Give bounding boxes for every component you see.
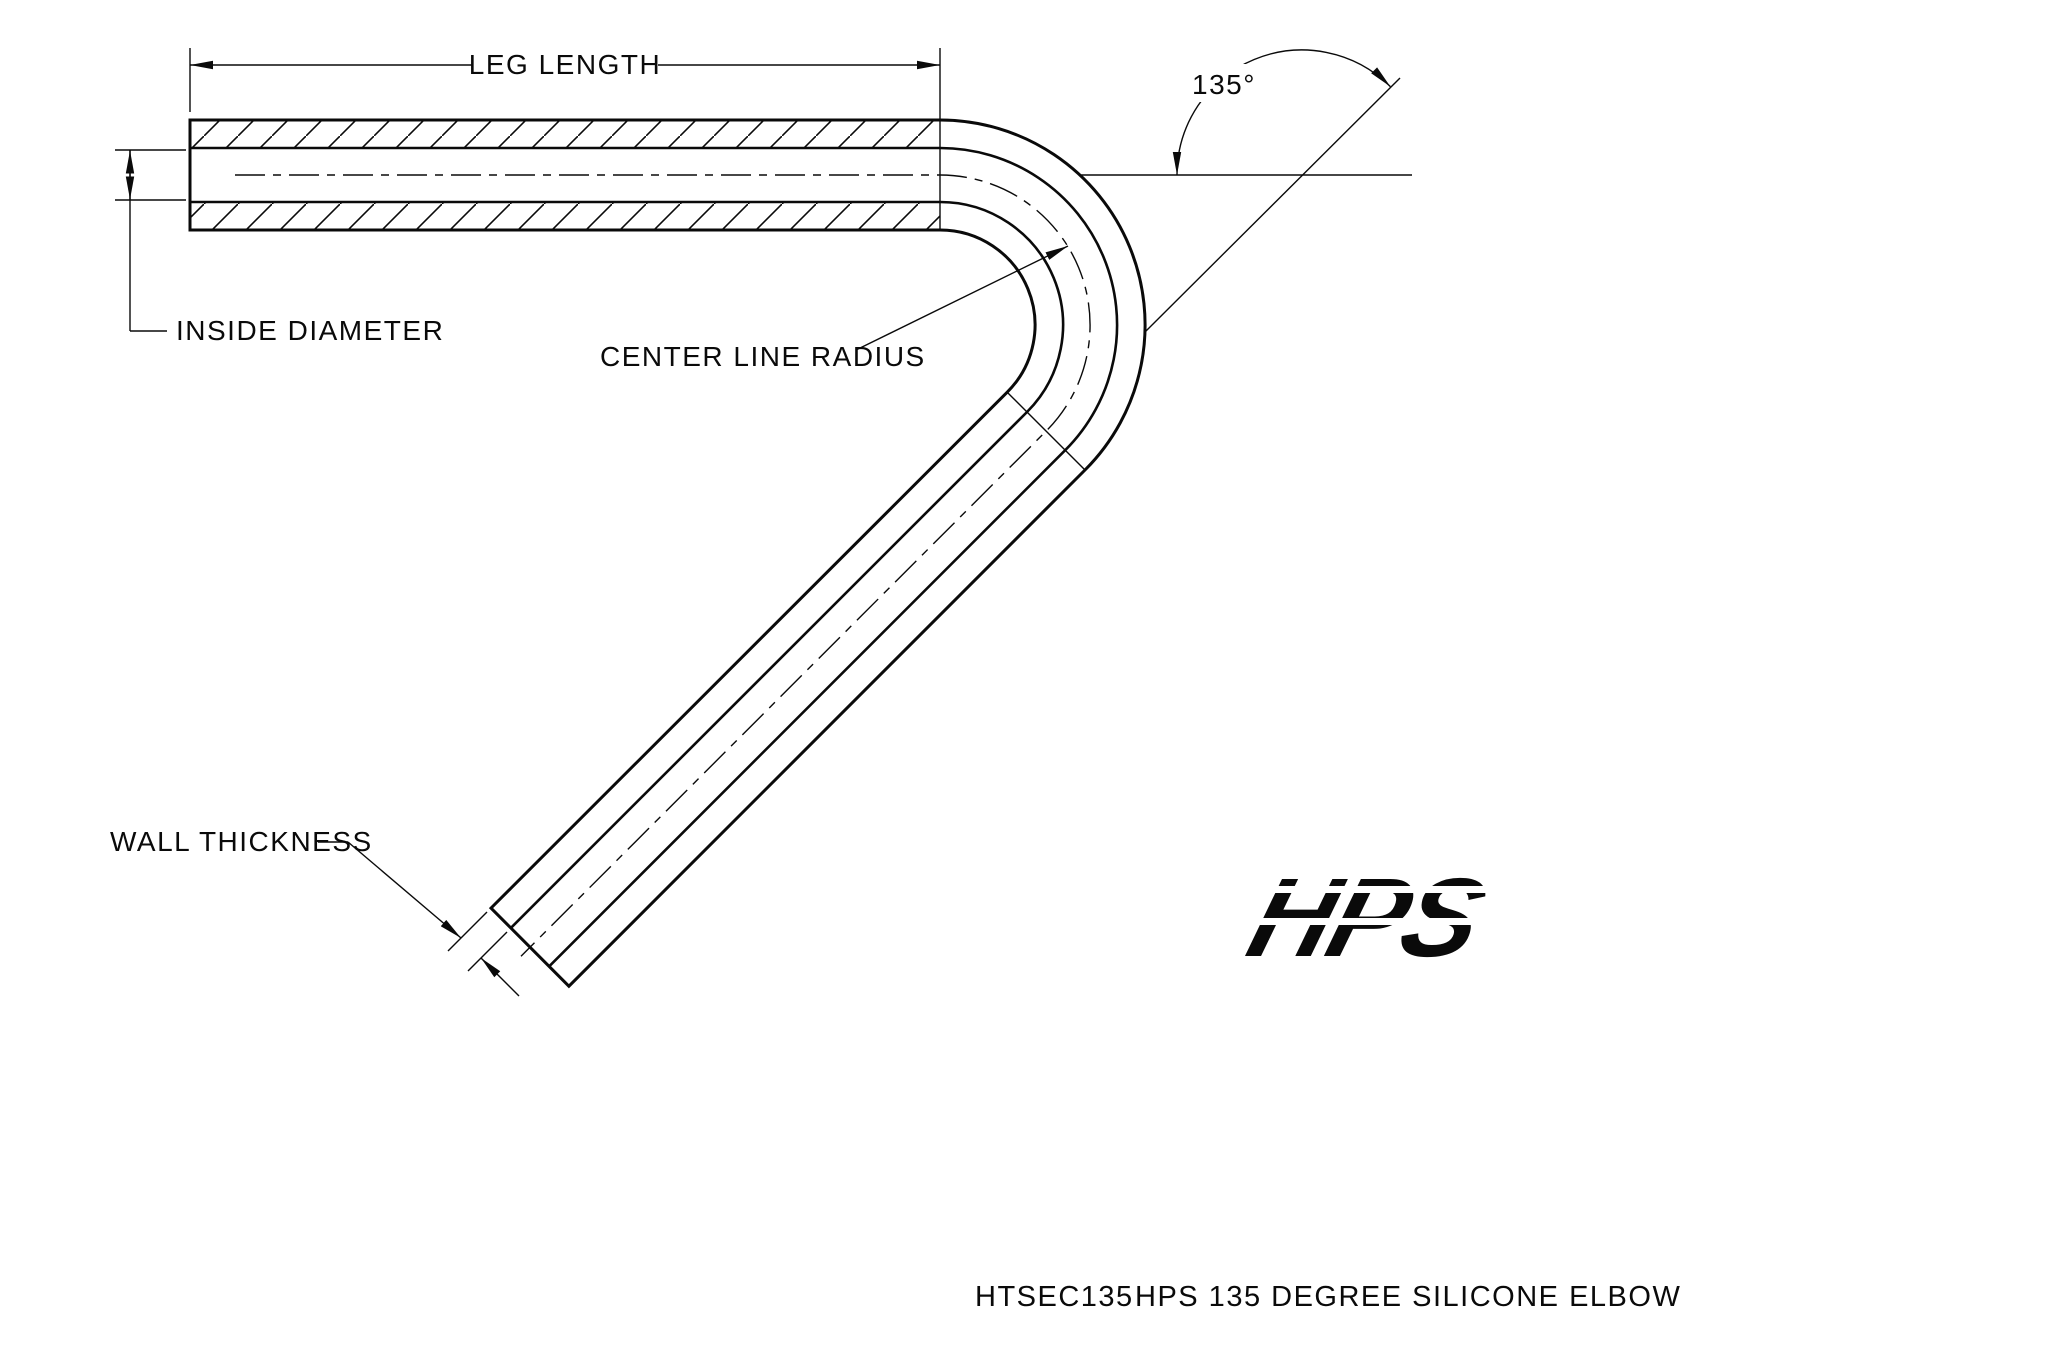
wall-thickness-ext-line-bore [467,931,508,972]
dim-inside-diameter: INSIDE DIAMETER [115,149,444,346]
angle-reference-line-diagonal [1144,77,1401,333]
hps-logo-stripe-top [1253,886,1514,893]
center-line-radius-leader [855,245,1069,351]
angle-label: 135° [1192,69,1256,100]
tube-body [188,118,1147,989]
dim-angle: 135° [1080,49,1412,333]
dim-center-line-radius: CENTER LINE RADIUS [600,245,1069,372]
hps-logo-stripe-bottom [1243,918,1508,925]
angle-label-backing [1180,64,1270,102]
bore-surface-inner [190,200,1065,929]
part-title: HPS 135 DEGREE SILICONE ELBOW [1135,1281,1681,1313]
upper-wall-hatch [190,120,940,148]
dim-wall-thickness: WALL THICKNESS [110,826,520,997]
title-block: HPS HTSEC135 HPS 135 DEGREE SILICONE ELB… [975,856,1681,1313]
center-line-radius-label: CENTER LINE RADIUS [600,341,926,372]
wall-thickness-leader-arrow [347,841,462,939]
bend-exit-transition-line [1006,391,1086,471]
part-number: HTSEC135 [975,1281,1134,1313]
dim-leg-length: LEG LENGTH [189,48,941,230]
angle-arc [1172,49,1391,176]
wall-thickness-ext-line-outer [447,911,488,952]
bore-surface-outer [190,146,1119,968]
inside-diameter-label: INSIDE DIAMETER [176,315,444,346]
tube-outer-outline [188,118,1147,989]
hps-logo: HPS [1236,856,1514,981]
tube-centerline [235,174,1091,957]
lower-wall-hatch [190,202,940,230]
leg-length-label: LEG LENGTH [469,49,661,80]
wall-thickness-arrow-opposite [480,957,520,997]
